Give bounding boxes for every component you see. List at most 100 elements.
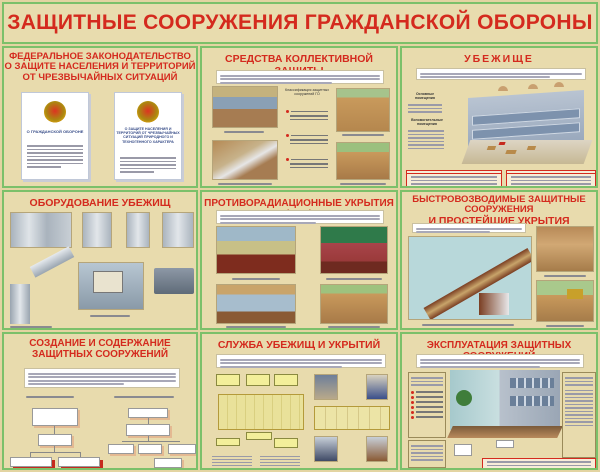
form-card xyxy=(496,440,514,448)
panel-title: СОЗДАНИЕ И СОДЕРЖАНИЕ ЗАЩИТНЫХ СООРУЖЕНИ… xyxy=(4,334,196,360)
title-line-1: БЫСТРОВОЗВОДИМЫЕ ЗАЩИТНЫЕ СООРУЖЕНИЯ xyxy=(412,194,586,216)
shelter-floor-plan xyxy=(218,394,304,430)
readiness-list-box xyxy=(408,372,446,438)
panel-federal-law: ФЕДЕРАЛЬНОЕ ЗАКОНОДАТЕЛЬСТВО О ЗАЩИТЕ НА… xyxy=(2,46,198,188)
caption xyxy=(226,326,286,328)
description-box xyxy=(416,354,584,368)
org-box-service-unit xyxy=(126,424,170,436)
illustration-building-shelter xyxy=(450,370,560,430)
caption xyxy=(232,278,280,280)
form-card xyxy=(454,444,472,456)
panel-collective-protection: СРЕДСТВА КОЛЛЕКТИВНОЙ ЗАЩИТЫ Классификац… xyxy=(200,46,398,188)
coat-of-arms-icon xyxy=(44,101,66,123)
service-box xyxy=(274,438,298,448)
illustration-vent-cap xyxy=(154,268,194,294)
illustration-filter-ventilation xyxy=(10,212,72,248)
org-box-management-group xyxy=(38,434,72,446)
panel-quick-build: БЫСТРОВОЗВОДИМЫЕ ЗАЩИТНЫЕ СООРУЖЕНИЯ И П… xyxy=(400,190,598,330)
panel-title: СЛУЖБА УБЕЖИЩ И УКРЫТИЙ xyxy=(217,339,381,351)
panel-operation: ЭКСПЛУАТАЦИЯ ЗАЩИТНЫХ СООРУЖЕНИЙ xyxy=(400,332,598,470)
description-box xyxy=(412,223,526,233)
warning-note xyxy=(482,458,596,468)
illustration-shelter-interior xyxy=(212,86,278,128)
illustration-trench xyxy=(336,142,390,180)
caption xyxy=(224,131,264,133)
main-rooms-label: Основные помещения xyxy=(415,92,435,100)
illustration-control-panel xyxy=(78,262,144,310)
illustration-filter-absorber xyxy=(126,212,150,248)
illustration-trench-digging xyxy=(536,226,594,272)
panel-title: ФЕДЕРАЛЬНОЕ ЗАКОНОДАТЕЛЬСТВО О ЗАЩИТЕ НА… xyxy=(4,48,196,83)
description-box xyxy=(216,354,386,368)
caption xyxy=(328,326,380,328)
org-box-unit-4 xyxy=(154,458,182,468)
vent-dome-icon xyxy=(554,82,564,87)
rules-box xyxy=(562,372,596,458)
caption xyxy=(422,324,514,326)
caption xyxy=(90,315,130,317)
title-line-2: О ЗАЩИТЕ НАСЕЛЕНИЯ И ТЕРРИТОРИЙ xyxy=(4,61,196,73)
illustration-foundation xyxy=(447,426,563,438)
title-line-2: И ПРОСТЕЙШИЕ УКРЫТИЯ xyxy=(428,214,570,227)
panel-shelter-equipment: ОБОРУДОВАНИЕ УБЕЖИЩ xyxy=(2,190,198,330)
illustration-prefab-shelter xyxy=(408,236,532,320)
service-box xyxy=(246,432,272,440)
org-chart-right-heading xyxy=(114,396,174,398)
document-body-text xyxy=(120,155,176,175)
org-box-unit-2 xyxy=(138,444,162,454)
classification-title: Классификация защитных сооружений ГО xyxy=(284,88,330,97)
coat-of-arms-icon xyxy=(137,101,159,123)
org-chart-left-heading xyxy=(26,396,74,398)
caption xyxy=(544,275,586,277)
org-box-maintenance-team xyxy=(10,457,52,467)
poster-header: ЗАЩИТНЫЕ СООРУЖЕНИЯ ГРАЖДАНСКОЙ ОБОРОНЫ xyxy=(2,2,598,44)
panel-shelter: УБЕЖИЩЕ Основные помещения Вспомогательн… xyxy=(400,46,598,188)
illustration-basement-pru xyxy=(216,226,296,274)
document-title: О ЗАЩИТЕ НАСЕЛЕНИЯ И ТЕРРИТОРИЙ ОТ ЧРЕЗВ… xyxy=(116,127,180,144)
service-box xyxy=(216,374,240,386)
photo-staff-4 xyxy=(366,436,388,462)
aux-rooms-label: Вспомогательные помещения xyxy=(411,118,443,126)
illustration-cellar-pru xyxy=(216,284,296,324)
aux-rooms-list xyxy=(408,128,444,151)
org-box-unit-3 xyxy=(168,444,196,454)
panel-anti-radiation: ПРОТИВОРАДИАЦИОННЫЕ УКРЫТИЯ (ПРУ) xyxy=(200,190,398,330)
description-box xyxy=(216,210,384,224)
caption xyxy=(342,134,384,136)
shelter-table-left xyxy=(406,170,502,186)
law-document-civil-defense: О ГРАЖДАНСКОЙ ОБОРОНЕ xyxy=(21,92,89,180)
illustration-basement-plan xyxy=(461,140,593,164)
panel-service: СЛУЖБА УБЕЖИЩ И УКРЫТИЙ xyxy=(200,332,398,470)
shelter-table-right xyxy=(506,170,596,186)
org-box-unit-1 xyxy=(108,444,134,454)
poster-title: ЗАЩИТНЫЕ СООРУЖЕНИЯ ГРАЖДАНСКОЙ ОБОРОНЫ xyxy=(7,11,593,34)
main-rooms-list xyxy=(408,102,442,115)
law-document-emergency-protection: О ЗАЩИТЕ НАСЕЛЕНИЯ И ТЕРРИТОРИЙ ОТ ЧРЕЗВ… xyxy=(114,92,182,180)
illustration-shelter-corridor xyxy=(212,140,278,180)
illustration-excavator xyxy=(536,280,594,322)
classification-list xyxy=(286,108,328,170)
illustration-dugout-pru xyxy=(320,284,388,324)
panel-title: ОБОРУДОВАНИЕ УБЕЖИЩ xyxy=(29,197,171,209)
caption xyxy=(546,325,584,327)
photo-staff-3 xyxy=(314,436,338,462)
panel-title: УБЕЖИЩЕ xyxy=(464,53,534,65)
service-box xyxy=(216,438,240,446)
service-box xyxy=(246,374,270,386)
photo-staff-2 xyxy=(366,374,388,400)
shelter-floor-plan-right xyxy=(314,406,390,430)
illustration-house-pru xyxy=(320,226,388,274)
illustration-cylinder xyxy=(29,246,75,278)
caption xyxy=(218,183,272,185)
panel-creation: СОЗДАНИЕ И СОДЕРЖАНИЕ ЗАЩИТНЫХ СООРУЖЕНИ… xyxy=(2,332,198,470)
title-line-3: ОТ ЧРЕЗВЫЧАЙНЫХ СИТУАЦИЙ xyxy=(22,71,178,83)
legend-right xyxy=(260,454,300,468)
document-body-text xyxy=(27,143,83,170)
illustration-pre-filter xyxy=(162,212,194,248)
title-line-2: ЗАЩИТНЫХ СООРУЖЕНИЙ xyxy=(31,349,169,360)
illustration-dugout xyxy=(336,88,390,132)
vent-dome-icon xyxy=(498,86,508,91)
description-box xyxy=(216,70,384,84)
illustration-tanks xyxy=(10,284,30,324)
